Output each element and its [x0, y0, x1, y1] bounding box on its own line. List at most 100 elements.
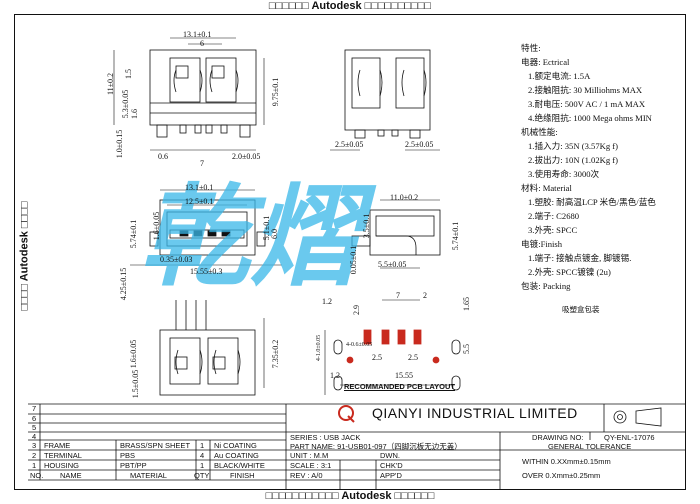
dim-top-width: 13.1±0.1	[183, 30, 212, 39]
row-housing-name: HOUSING	[44, 461, 80, 470]
dim-front-12-5: 12.5±0.1	[185, 197, 214, 206]
dim-height-11: 11±0.2	[106, 72, 116, 96]
dim-1-5: 1.5	[124, 69, 133, 79]
spec-m2: 2.拔出力: 10N (1.02Kg f)	[528, 155, 618, 165]
header-name: NAME	[60, 471, 82, 480]
dim-front-13-1: 13.1±0.1	[185, 183, 214, 192]
row-housing-material: PBT/PP	[120, 461, 147, 470]
spec-material: 材料: Material	[521, 183, 572, 193]
dim-front-1-6: 1.6±0.05	[152, 211, 162, 241]
spec-finish: 电镀:Finish	[521, 239, 563, 249]
row-num-5: 5	[32, 423, 37, 432]
dim-front-6: 6.0	[270, 229, 279, 239]
dim-pcb-4-1: 4-1.0±0.05	[316, 334, 323, 362]
spec-f2: 2.外壳: SPCC镀镍 (2u)	[528, 267, 611, 277]
company-name: QIANYI INDUSTRIAL LIMITED	[372, 405, 578, 421]
spec-mech: 机械性能:	[521, 127, 558, 137]
dwn: DWN.	[380, 451, 400, 460]
series: SERIES : USB JACK	[290, 433, 361, 442]
spec-title: 特性:	[521, 43, 541, 53]
header-no: NO.	[30, 471, 44, 480]
spec-electrical: 电器: Ectrical	[521, 57, 570, 67]
dim-front-5-74: 5.74±0.1	[129, 219, 139, 249]
row-num-6: 6	[32, 414, 37, 423]
dim-pcb-2-5: 2.5	[372, 353, 382, 362]
dim-front-15-55: 15.55±0.3	[190, 267, 223, 276]
part-name: PART NAME: 91-USB01-097（四脚沉板无边无盖）	[290, 442, 462, 451]
dim-pcb-7: 7	[396, 291, 400, 300]
spec-pack1: 吸塑盒包装	[562, 305, 600, 314]
tolerance-over: OVER 0.Xmm±0.25mm	[522, 471, 601, 480]
dim-front-4-25: 4.25±0.15	[119, 267, 129, 301]
spec-f1: 1.端子: 接触点镀金, 脚镀锡.	[528, 253, 632, 263]
dim-0-6: 0.6	[158, 152, 168, 161]
dim-7: 7	[200, 159, 204, 168]
spec-mat3: 3.外壳: SPCC	[528, 225, 578, 235]
rev: REV : A/0	[290, 471, 323, 480]
row-num-7: 7	[32, 404, 37, 413]
spec-e4: 4.绝缘阻抗: 1000 Mega ohms MIN	[528, 113, 652, 123]
spec-mat1: 1.塑胶: 耐高温LCP 米色/黑色/蓝色	[528, 197, 656, 207]
spec-m3: 3.使用寿命: 3000次	[528, 169, 600, 179]
dim-bot-1-5: 1.5±0.05	[131, 369, 141, 399]
dim-5-3: 5.3±0.05	[121, 89, 131, 119]
row-frame-material: BRASS/SPN SHEET	[120, 441, 191, 450]
dim-1-0: 1.0±0.15	[115, 129, 125, 159]
unit: UNIT : M.M	[290, 451, 329, 460]
dim-pcb-2-5b: 2.5	[408, 353, 418, 362]
chkd: CHK'D	[380, 461, 403, 470]
tolerance-within: WITHIN 0.XXmm±0.15mm	[522, 457, 611, 466]
row-num-1: 1	[32, 461, 37, 470]
row-housing-qty: 1	[200, 461, 205, 470]
row-terminal-name: TERMINAL	[44, 451, 82, 460]
drawing-no-label: DRAWING NO:	[532, 433, 584, 442]
dim-front-0-35: 0.35±0.03	[160, 255, 193, 264]
dim-pcb-15-55: 15.55	[395, 371, 413, 380]
spec-e3: 3.耐电压: 500V AC / 1 mA MAX	[528, 99, 646, 109]
scale: SCALE : 3:1	[290, 461, 332, 470]
dim-pcb-1-2b: 1.2	[330, 371, 340, 380]
row-num-2: 2	[32, 451, 37, 460]
spec-e1: 1.额定电流: 1.5A	[528, 71, 591, 81]
general-tolerance: GENERAL TOLERANCE	[548, 442, 632, 451]
row-num-4: 4	[32, 432, 37, 441]
drawing-frame	[14, 14, 686, 490]
dim-pcb-5-5: 5.5	[462, 344, 471, 354]
row-num-3: 3	[32, 441, 37, 450]
dim-bot-1-6: 1.6±0.05	[129, 339, 139, 369]
dim-side-2-5b: 2.5±0.05	[405, 140, 434, 149]
dim-bot-7-35: 7.35±0.2	[271, 339, 281, 369]
dim-side2-0-05: 0.05±0.1	[349, 245, 359, 275]
dim-side-2-5a: 2.5±0.05	[335, 140, 364, 149]
row-terminal-finish: Au COATING	[214, 451, 259, 460]
dim-pcb-1-2a: 1.2	[322, 297, 332, 306]
row-housing-finish: BLACK/WHITE	[214, 461, 265, 470]
dim-pcb-2: 2	[423, 291, 427, 300]
drawing-no: QY-ENL-17076	[604, 433, 655, 442]
dim-side2-5-74: 5.74±0.1	[451, 221, 461, 251]
watermark-bottom: □□□□□□□□□□□ Autodesk □□□□□□	[265, 490, 435, 502]
spec-packing: 包装: Packing	[521, 281, 571, 291]
spec-e2: 2.接触阻抗: 30 Milliohms MAX	[528, 85, 643, 95]
dim-9-75: 9.75±0.1	[271, 77, 281, 107]
pcb-layout-title: RECOMMANDED PCB LAYOUT	[344, 382, 455, 391]
header-material: MATERIAL	[130, 471, 167, 480]
dim-top-inner: 6	[200, 39, 204, 48]
row-frame-finish: Ni COATING	[214, 441, 257, 450]
dim-side2-11: 11.0±0.2	[390, 193, 419, 202]
header-finish: FINISH	[230, 471, 255, 480]
spec-mat2: 2.端子: C2680	[528, 211, 580, 221]
dim-side2-5-5: 5.5±0.05	[378, 260, 407, 269]
row-frame-name: FRAME	[44, 441, 71, 450]
spec-m1: 1.插入力: 35N (3.57Kg f)	[528, 141, 618, 151]
header-qty: QTY	[194, 471, 210, 480]
dim-side2-3-5: 3.5±0.1	[362, 213, 372, 239]
row-terminal-material: PBS	[120, 451, 136, 460]
dim-pcb-1-65: 1.65	[462, 297, 471, 311]
dim-1-6: 1.6	[130, 109, 139, 119]
dim-2: 2.0±0.05	[232, 152, 261, 161]
dim-pcb-2-9: 2.9	[352, 305, 361, 315]
row-terminal-qty: 4	[200, 451, 205, 460]
row-frame-qty: 1	[200, 441, 205, 450]
